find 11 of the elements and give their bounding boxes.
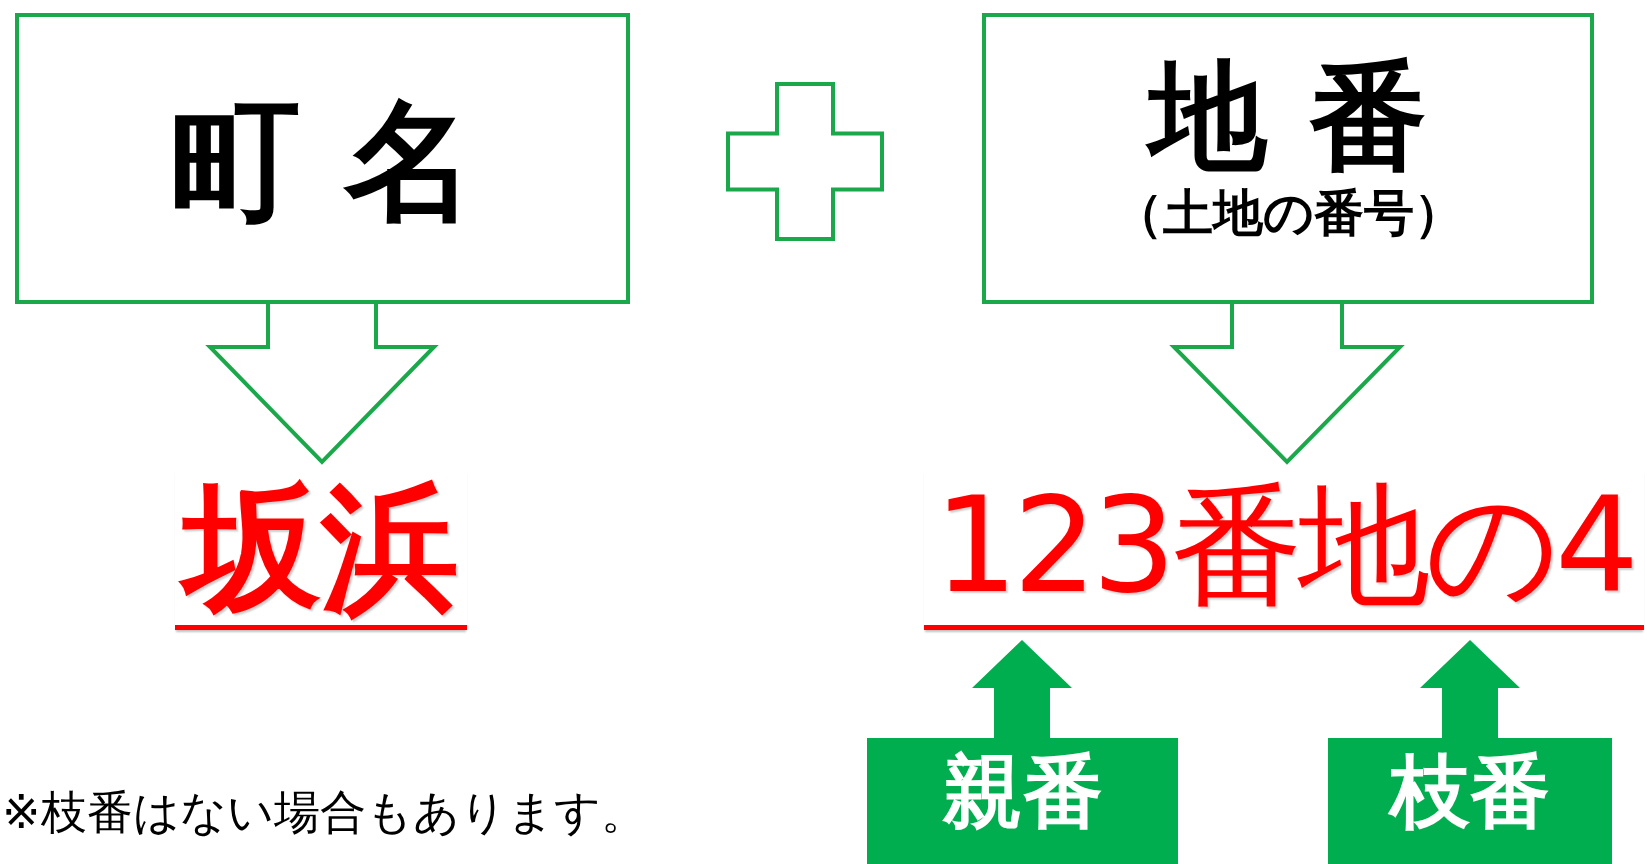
- block-arrow: [1420, 640, 1520, 738]
- label-box: 親番: [867, 738, 1178, 864]
- title-box: 地番 （土地の番号）: [982, 13, 1594, 304]
- block-arrow: [205, 302, 439, 465]
- result-text: 坂浜: [175, 470, 467, 630]
- note-text: ※枝番はない場合もあります。: [2, 784, 647, 841]
- title-box: 町名: [15, 13, 630, 304]
- block-arrow: [972, 640, 1072, 738]
- block-arrow: [1169, 302, 1405, 465]
- label-box: 枝番: [1328, 738, 1612, 864]
- result-text: 123番地の4: [924, 470, 1644, 630]
